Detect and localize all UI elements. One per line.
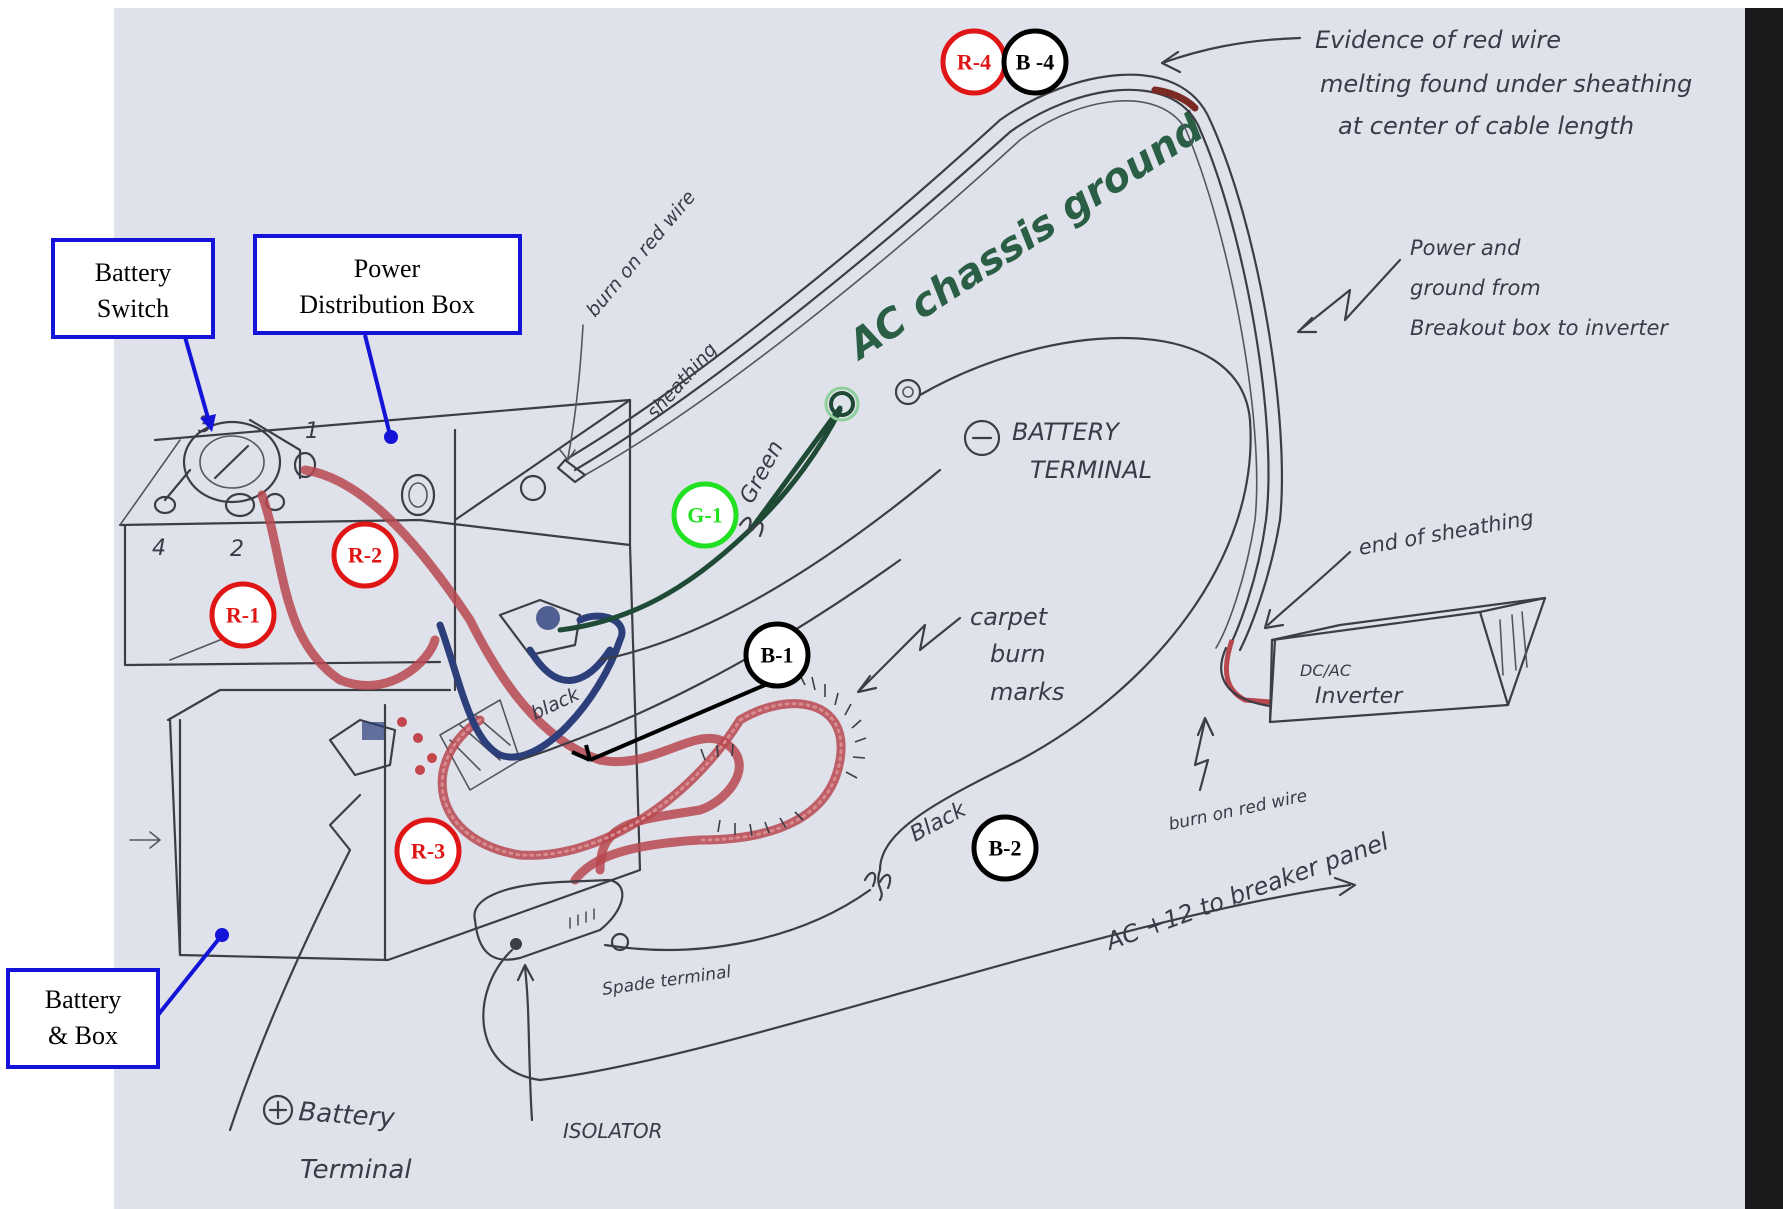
inverter-sketch <box>1268 596 1547 724</box>
evidence-line-1: Evidence of red wire <box>1315 26 1561 54</box>
tag-r1-label: R-1 <box>226 603 260 628</box>
tag-r3-label: R-3 <box>411 839 445 864</box>
circle-11-marker <box>519 474 547 502</box>
end-of-sheathing-arrow <box>1263 550 1352 630</box>
negative-sign-icon <box>963 419 1001 457</box>
tag-r2-label: R-2 <box>348 543 382 568</box>
sheathed-cable <box>556 73 1283 708</box>
battery-box-sketch <box>118 518 642 962</box>
battery-switch-pointer <box>183 336 212 426</box>
battery-switch-pointer-head <box>200 414 216 432</box>
tag-b4-label: B -4 <box>1016 50 1055 75</box>
tag-r4-label: R-4 <box>957 50 991 75</box>
battery-box-callout: Battery & Box <box>6 968 160 1069</box>
tag-r3: R-3 <box>394 817 462 885</box>
tag-b1-label: B-1 <box>761 643 794 668</box>
battery-box-pointer <box>156 933 224 1017</box>
distribution-box-sketch <box>119 398 632 661</box>
evidence-line-2: melting found under sheathing <box>1320 70 1692 98</box>
battery-switch-sketch <box>153 418 436 518</box>
green-ground-wire <box>557 386 860 633</box>
power-distribution-pointer-dot <box>384 430 398 444</box>
tag-g1-label: G-1 <box>687 503 722 528</box>
tag-g1: G-1 <box>671 481 739 549</box>
red-wires <box>257 465 846 885</box>
battery-box-pointer-dot <box>215 928 229 942</box>
pos-terminal-label-1: Battery <box>298 1097 397 1134</box>
power-distribution-callout-line-2: Distribution Box <box>299 290 475 319</box>
tag-b2-label: B-2 <box>989 836 1022 861</box>
burn-right-arrow <box>1193 716 1215 792</box>
inverter-dcac-label: DC/AC <box>1300 661 1352 680</box>
switch-number-2: 2 <box>230 537 244 562</box>
inverter-label: Inverter <box>1315 684 1404 709</box>
tag-r1: R-1 <box>209 581 277 649</box>
carpet-burn-ticks <box>700 672 867 837</box>
switch-number-4: 4 <box>152 536 166 561</box>
evidence-line-3: at center of cable length <box>1338 112 1634 140</box>
switch-number-1: 1 <box>305 419 319 444</box>
carpet-label: carpet <box>970 603 1049 631</box>
power-ground-line-1: Power and <box>1410 236 1521 260</box>
battery-box-callout-line-2: & Box <box>48 1021 118 1050</box>
marks-label: marks <box>990 678 1064 706</box>
battery-switch-callout-line-1: Battery <box>95 258 172 287</box>
pos-terminal-label-2: Terminal <box>300 1155 412 1185</box>
battery-box-callout-line-1: Battery <box>45 985 122 1014</box>
right-edge-shadow <box>1745 8 1783 1209</box>
paper-sheet <box>114 8 1783 1209</box>
positive-sign-icon <box>262 1094 294 1126</box>
b1-pointer <box>589 683 766 762</box>
burn-top-arrow <box>559 324 584 461</box>
neg-terminal-label-1: BATTERY <box>1012 418 1121 446</box>
isolator-label: ISOLATOR <box>563 1119 663 1143</box>
positive-sign-mark <box>268 1100 288 1120</box>
power-ground-line-2: ground from <box>1410 276 1541 300</box>
neg-terminal-label-2: TERMINAL <box>1030 456 1152 484</box>
evidence-arrow <box>1160 36 1302 74</box>
power-ground-arrow <box>1296 258 1402 334</box>
pos-terminal-arrow <box>228 793 362 1132</box>
tag-b1: B-1 <box>743 621 811 689</box>
carpet-burn-arrow <box>856 616 962 694</box>
power-ground-line-3: Breakout box to inverter <box>1410 316 1669 340</box>
b1-pointer-head <box>571 744 592 762</box>
isolator-sketch <box>473 876 1357 1122</box>
tag-b4: B -4 <box>1001 28 1069 96</box>
battery-switch-callout-line-2: Switch <box>97 294 169 323</box>
battery-switch-callout: Battery Switch <box>51 238 215 339</box>
power-distribution-callout-line-1: Power <box>354 254 421 283</box>
power-distribution-pointer <box>363 334 392 436</box>
tag-b2: B-2 <box>971 814 1039 882</box>
tag-r2: R-2 <box>331 521 399 589</box>
burn-label: burn <box>990 640 1046 668</box>
black-battery-wires <box>436 468 942 762</box>
tag-r4: R-4 <box>940 28 1008 96</box>
negative-terminal-loop <box>603 337 1252 952</box>
power-distribution-callout: Power Distribution Box <box>253 234 522 335</box>
